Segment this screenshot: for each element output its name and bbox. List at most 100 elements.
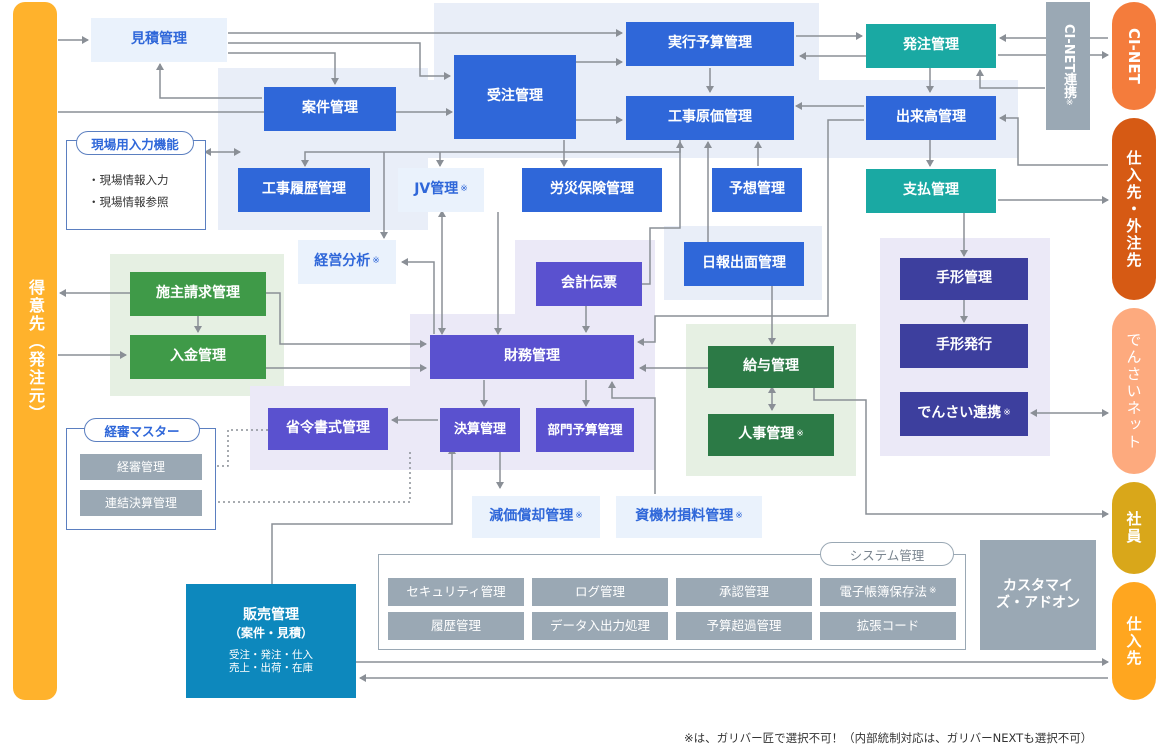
jinji-box: 人事管理※ xyxy=(708,414,834,456)
shorei-box: 省令書式管理 xyxy=(268,408,388,450)
line-hanbai-kessan xyxy=(271,447,456,584)
shiharai-box: 支払管理 xyxy=(866,169,996,213)
line-dekidaka-zaimu-2 xyxy=(637,119,864,346)
customer-pill-label: 得意先（発注元） xyxy=(26,279,45,423)
densai-pill-label: でんさいネット xyxy=(1124,331,1143,451)
line-mitsumori-juchu xyxy=(228,42,451,80)
system-item-ext-code: 拡張コード xyxy=(820,612,956,640)
system-item-ebook-label: 電子帳簿保存法 xyxy=(839,584,927,600)
kyuyo-label: 給与管理 xyxy=(743,358,799,375)
keiei-bunseki-box: 経営分析※ xyxy=(298,240,396,284)
kaikei-denpyo-label: 会計伝票 xyxy=(561,275,617,292)
juchu-label: 受注管理 xyxy=(487,88,543,105)
seshu-seikyu-box: 施主請求管理 xyxy=(130,272,266,316)
bumon-yosan-label: 部門予算管理 xyxy=(547,422,623,438)
jv-label: JV管理 xyxy=(414,181,459,198)
rosai-box: 労災保険管理 xyxy=(522,168,662,212)
line-shorei-keishin xyxy=(205,429,268,470)
koji-rireki-box: 工事履歴管理 xyxy=(238,168,370,212)
shorei-label: 省令書式管理 xyxy=(286,420,370,437)
line-zaimu-keiei xyxy=(401,258,435,334)
genba-title: 現場用入力機能 xyxy=(76,131,194,155)
hanbai-title: 販売管理 xyxy=(243,606,299,623)
system-item-budget-over: 予算超過管理 xyxy=(676,612,812,640)
genba-item-input: ・現場情報入力 xyxy=(88,172,169,188)
system-item-data-io: データ入出力処理 xyxy=(532,612,668,640)
koji-genka-box: 工事原価管理 xyxy=(626,96,794,140)
system-item-history: 履歴管理 xyxy=(388,612,524,640)
rosai-label: 労災保険管理 xyxy=(550,181,634,198)
koji-rireki-label: 工事履歴管理 xyxy=(262,181,346,198)
system-item-security-label: セキュリティ管理 xyxy=(406,584,506,600)
nyukin-label: 入金管理 xyxy=(170,348,226,365)
hatchu-label: 発注管理 xyxy=(903,37,959,54)
jinji-mark: ※ xyxy=(796,429,804,440)
yoso-box: 予想管理 xyxy=(712,168,802,212)
genba-item-view: ・現場情報参照 xyxy=(88,194,169,210)
bumon-yosan-box: 部門予算管理 xyxy=(536,408,634,452)
customize-box: カスタマイズ・アドオン xyxy=(980,540,1096,650)
system-item-log: ログ管理 xyxy=(532,578,668,606)
cinet-link-label: CI-NET連携 xyxy=(1061,23,1077,99)
cinet-link-box: CI-NET連携※ xyxy=(1046,2,1090,130)
tegata-hakko-label: 手形発行 xyxy=(936,337,992,354)
cinet-pill: CI-NET xyxy=(1112,2,1156,110)
dekidaka-label: 出来高管理 xyxy=(896,109,966,126)
shizai-box: 資機材損料管理※ xyxy=(616,496,762,538)
genba-item-view-label: ・現場情報参照 xyxy=(88,195,169,209)
hatchu-box: 発注管理 xyxy=(866,24,996,68)
keishin-title-label: 経審マスター xyxy=(104,423,180,439)
tegata-box: 手形管理 xyxy=(900,258,1028,300)
shizai-mark: ※ xyxy=(735,511,743,522)
line-kessan-renketsu xyxy=(205,452,411,506)
shiire-pill-label: 仕入先 xyxy=(1124,615,1143,667)
nippo-label: 日報出面管理 xyxy=(702,255,786,272)
system-item-budget-over-label: 予算超過管理 xyxy=(706,618,782,634)
tegata-hakko-box: 手形発行 xyxy=(900,324,1028,368)
system-item-approval: 承認管理 xyxy=(676,578,812,606)
juchu-box: 受注管理 xyxy=(454,55,576,139)
kessan-box: 決算管理 xyxy=(440,408,520,452)
keiei-bunseki-mark: ※ xyxy=(372,256,380,267)
suppliers-pill: 仕入先・外注先 xyxy=(1112,118,1156,300)
line-denpyo-genka-2 xyxy=(642,141,684,285)
zaimu-box: 財務管理 xyxy=(430,335,634,379)
keishin-kanri-label: 経審管理 xyxy=(116,459,165,474)
yoso-label: 予想管理 xyxy=(729,181,785,198)
genba-panel xyxy=(66,140,206,230)
nippo-box: 日報出面管理 xyxy=(684,242,804,286)
system-item-history-label: 履歴管理 xyxy=(430,618,481,634)
seshu-seikyu-label: 施主請求管理 xyxy=(156,285,240,302)
kaikei-denpyo-box: 会計伝票 xyxy=(536,262,642,306)
koji-genka-label: 工事原価管理 xyxy=(668,109,752,126)
line-cinet-dekidaka xyxy=(976,69,1045,89)
system-item-security: セキュリティ管理 xyxy=(388,578,524,606)
jv-mark: ※ xyxy=(460,184,468,195)
densai-renkei-box: でんさい連携※ xyxy=(900,392,1028,436)
jikko-yosan-box: 実行予算管理 xyxy=(626,22,794,66)
keiei-bunseki-label: 経営分析 xyxy=(314,253,371,270)
line-mitsumori-anken xyxy=(228,52,339,85)
mitsumori-box: 見積管理 xyxy=(91,18,227,62)
footnote: ※は、ガリバー匠で選択不可！（内部統制対応は、ガリバーNEXTも選択不可） xyxy=(684,730,1092,746)
system-item-ebook: 電子帳簿保存法※ xyxy=(820,578,956,606)
line-supplier-dekidaka xyxy=(999,114,1108,166)
keishin-title: 経審マスター xyxy=(84,418,200,442)
hanbai-line1: 受注・発注・仕入 xyxy=(229,649,313,662)
jv-box: JV管理※ xyxy=(398,168,484,212)
cinet-link-mark: ※ xyxy=(1064,98,1075,109)
jinji-label: 人事管理 xyxy=(738,426,795,443)
densai-pill: でんさいネット xyxy=(1112,308,1156,474)
genba-title-label: 現場用入力機能 xyxy=(91,136,179,152)
dekidaka-box: 出来高管理 xyxy=(866,96,996,140)
employees-pill: 社員 xyxy=(1112,482,1156,574)
zaimu-label: 財務管理 xyxy=(504,348,560,365)
shizai-label: 資機材損料管理 xyxy=(635,508,734,525)
genka-shokyaku-box: 減価償却管理※ xyxy=(472,496,600,538)
densai-renkei-mark: ※ xyxy=(1003,408,1011,419)
renketsu-kessan-box: 連結決算管理 xyxy=(80,490,202,516)
suppliers-pill-label: 仕入先・外注先 xyxy=(1124,149,1143,269)
renketsu-kessan-label: 連結決算管理 xyxy=(104,495,177,510)
jikko-yosan-label: 実行予算管理 xyxy=(668,35,752,52)
